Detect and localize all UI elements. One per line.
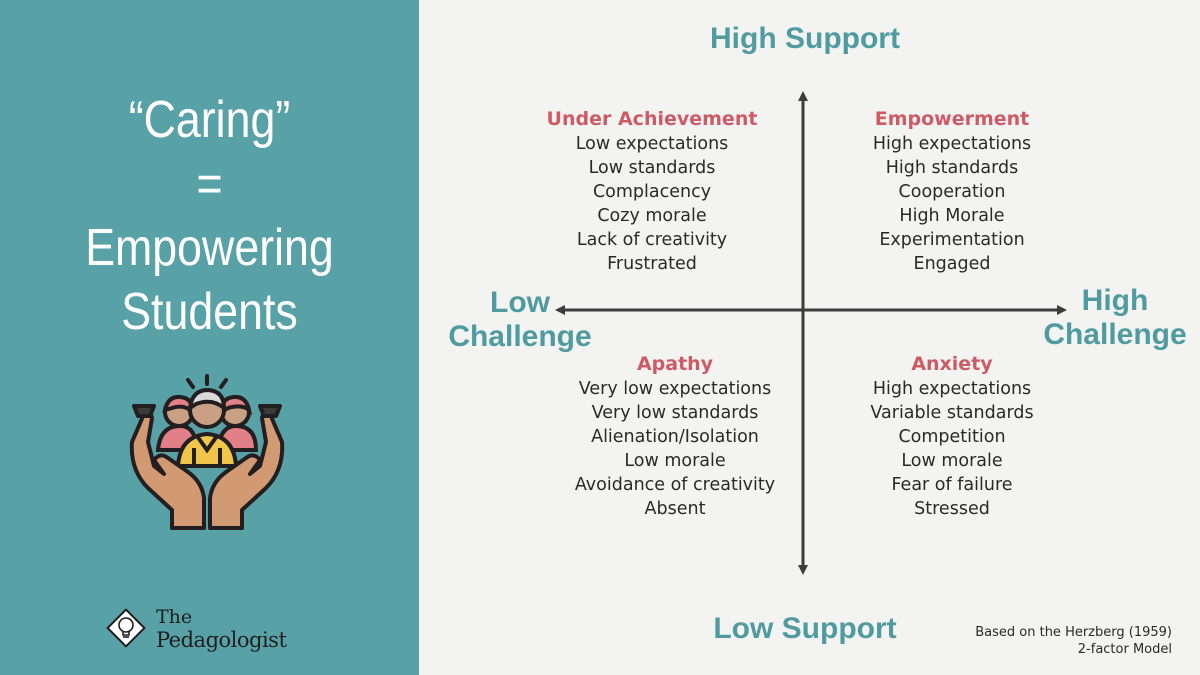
quadrant-top-left: Under Achievement Low expectations Low s…	[522, 106, 782, 276]
headline-line-2: =	[196, 155, 223, 213]
quadrant-bottom-left: Apathy Very low expectations Very low st…	[545, 351, 805, 521]
quadrant-axes	[555, 91, 1067, 575]
list-item: Experimentation	[879, 230, 1025, 250]
list-item: Competition	[898, 427, 1006, 447]
list-item: High expectations	[872, 134, 1032, 154]
headline-line-3: Empowering	[85, 219, 334, 277]
list-item: Cozy morale	[597, 206, 707, 226]
axis-label-right: High Challenge	[1040, 284, 1190, 352]
list-item: Variable standards	[870, 403, 1034, 423]
list-item: Very low expectations	[578, 379, 772, 399]
quadrant-top-right: Empowerment High expectations High stand…	[822, 106, 1082, 276]
citation-line-2: 2-factor Model	[1077, 642, 1172, 657]
quadrant-title: Under Achievement	[546, 108, 758, 130]
axis-label-left-line-2: Challenge	[448, 320, 592, 353]
axis-label-right-line-1: High	[1081, 284, 1149, 317]
list-item: Complacency	[592, 182, 712, 202]
list-item: Low morale	[624, 451, 726, 471]
axis-label-top: High Support	[710, 22, 900, 55]
list-item: Low standards	[588, 158, 716, 178]
list-item: Absent	[644, 499, 706, 519]
citation-line-1: Based on the Herzberg (1959)	[975, 625, 1172, 640]
brand: The Pedagologist	[104, 604, 324, 656]
axis-label-left-line-1: Low	[490, 286, 550, 319]
list-item: Cooperation	[898, 182, 1006, 202]
quadrant-title: Apathy	[636, 353, 714, 375]
brand-name-line-2: Pedagologist	[156, 628, 287, 652]
headline: “Caring” = Empowering Students	[29, 88, 389, 344]
list-item: Frustrated	[607, 254, 697, 274]
axis-label-left: Low Challenge	[445, 286, 595, 354]
hands-holding-people-icon	[129, 374, 285, 530]
axis-label-bottom: Low Support	[713, 612, 897, 645]
list-item: Engaged	[913, 254, 991, 274]
headline-line-4: Students	[121, 283, 298, 341]
quadrant-title: Empowerment	[874, 108, 1030, 130]
list-item: Fear of failure	[891, 475, 1013, 495]
list-item: High Morale	[899, 206, 1005, 226]
list-item: High standards	[885, 158, 1019, 178]
list-item: Lack of creativity	[576, 230, 728, 250]
list-item: Low morale	[901, 451, 1003, 471]
quadrant-title: Anxiety	[911, 353, 993, 375]
headline-line-1: “Caring”	[128, 91, 291, 149]
citation: Based on the Herzberg (1959) 2-factor Mo…	[975, 624, 1172, 658]
quadrant-bottom-right: Anxiety High expectations Variable stand…	[822, 351, 1082, 521]
axis-label-right-line-2: Challenge	[1043, 318, 1187, 351]
list-item: Stressed	[914, 499, 990, 519]
list-item: Alienation/Isolation	[591, 427, 759, 447]
brand-name-line-1: The	[156, 606, 193, 628]
list-item: Very low standards	[591, 403, 759, 423]
list-item: Avoidance of creativity	[574, 475, 776, 495]
left-panel: “Caring” = Empowering Students	[0, 0, 419, 675]
lightbulb-diamond-icon	[106, 608, 146, 648]
list-item: Low expectations	[575, 134, 729, 154]
list-item: High expectations	[872, 379, 1032, 399]
